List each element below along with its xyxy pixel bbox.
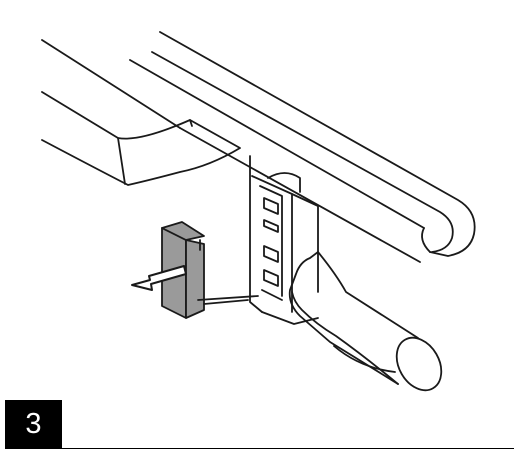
main-rail [129,31,476,263]
step-number: 3 [25,408,42,440]
arrow-left-icon [131,265,187,291]
step-divider-line [62,448,514,449]
step-number-badge: 3 [5,400,62,449]
mounting-bracket [249,155,319,325]
handle-cylinder [288,251,443,392]
assembly-illustration [41,31,476,392]
base-plate [41,39,241,186]
